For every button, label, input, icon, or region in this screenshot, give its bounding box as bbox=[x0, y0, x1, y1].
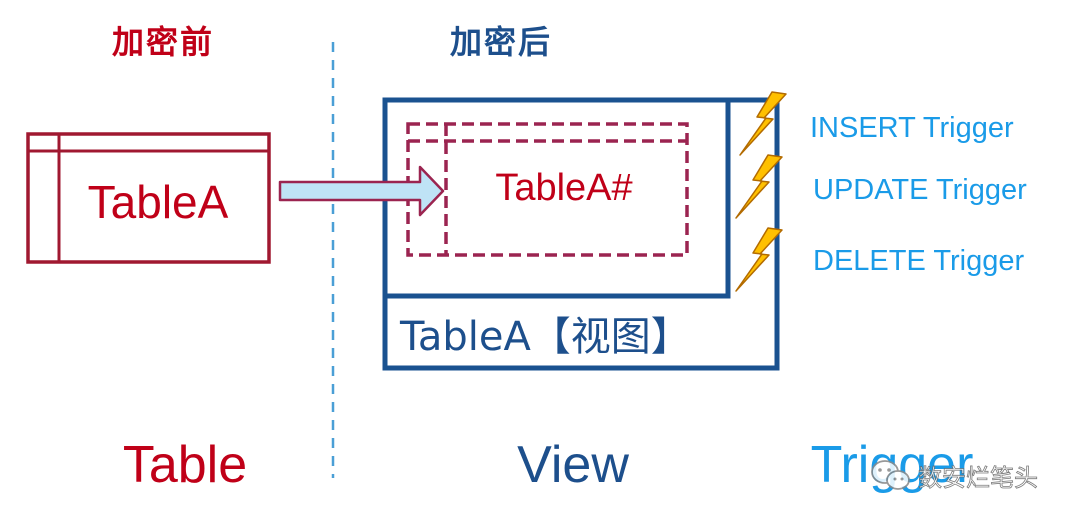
table-box-label: TableA bbox=[88, 176, 229, 228]
trigger-label-update: UPDATE Trigger bbox=[813, 174, 1027, 206]
view-inner-label: TableA# bbox=[495, 167, 632, 209]
lightning-bolt-icon-update bbox=[735, 154, 783, 219]
dashed-table-outer bbox=[406, 122, 689, 257]
right-arrow-icon bbox=[278, 165, 445, 217]
lightning-bolt-icon-insert bbox=[739, 91, 787, 156]
bottom-label-table: Table bbox=[123, 436, 247, 494]
bottom-label-view: View bbox=[517, 436, 629, 494]
heading-before: 加密前 bbox=[112, 23, 214, 61]
view-box: TableA# TableA【视图】 bbox=[382, 97, 780, 371]
trigger-label-delete: DELETE Trigger bbox=[813, 245, 1024, 277]
table-box-outer-border bbox=[26, 132, 271, 264]
view-caption: TableA【视图】 bbox=[399, 314, 691, 360]
watermark: 数安烂笔头 bbox=[871, 460, 1038, 492]
trigger-label-insert: INSERT Trigger bbox=[810, 112, 1014, 144]
lightning-bolt-icon-delete bbox=[735, 227, 783, 292]
table-box: TableA bbox=[26, 132, 271, 264]
wechat-logo-icon bbox=[871, 460, 910, 490]
heading-after: 加密后 bbox=[450, 23, 552, 61]
watermark-text: 数安烂笔头 bbox=[918, 464, 1038, 492]
